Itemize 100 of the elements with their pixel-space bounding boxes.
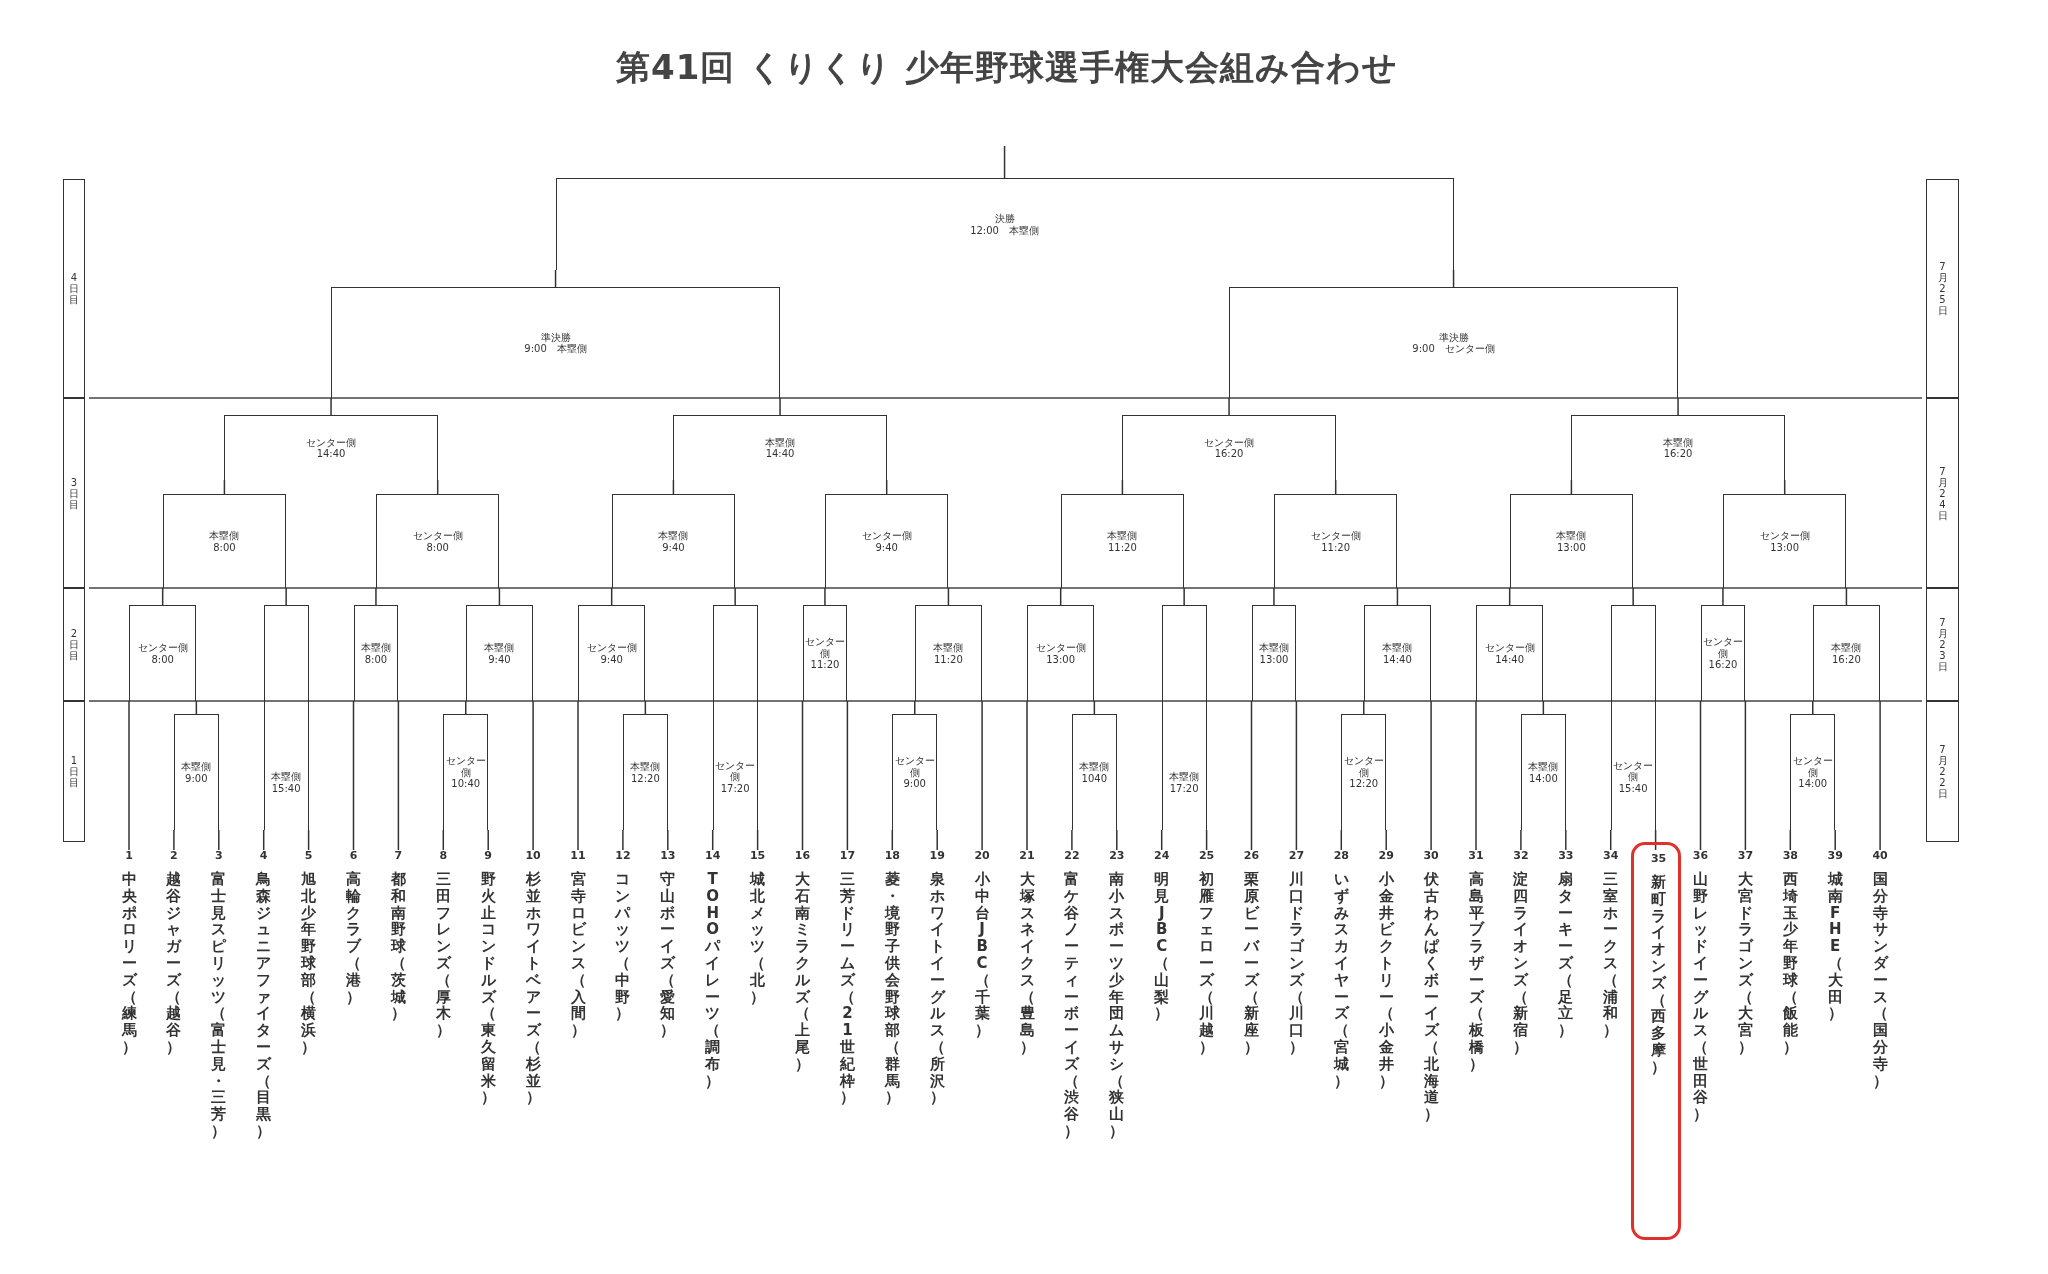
team-number: 39 — [1827, 850, 1843, 861]
bracket-box — [578, 605, 646, 701]
bracket-box — [1122, 415, 1336, 480]
match-label: 11:20 — [1108, 541, 1137, 553]
bracket-box — [1363, 605, 1432, 701]
bracket-box — [673, 415, 887, 480]
bracket-line — [801, 700, 804, 851]
match-label: 本塁側 — [1556, 530, 1587, 542]
bracket-line — [442, 829, 445, 851]
bracket-line — [1879, 700, 1881, 851]
bracket-line — [352, 700, 355, 851]
team-number: 28 — [1333, 850, 1349, 861]
day-label: 4日目 — [68, 272, 80, 305]
match-label: センター側 — [444, 755, 487, 779]
bracket-line — [1250, 700, 1253, 851]
team-number: 34 — [1603, 850, 1619, 861]
bracket-line — [1812, 700, 1814, 715]
team-name: 南小スポーツ少年団ムサシ（狭山） — [1109, 871, 1125, 1140]
bracket-box — [1700, 605, 1746, 701]
match-label: 14:00 — [1528, 772, 1558, 784]
bracket-line — [554, 269, 557, 288]
match-label: 8:00 — [151, 653, 174, 665]
match-label: センター側 — [1342, 755, 1385, 779]
team-name: 伏古わんぱくボーイズ（北海道） — [1423, 871, 1439, 1123]
team-number: 25 — [1198, 850, 1215, 861]
team-name: 新町ライオンズ（西多摩） — [1651, 874, 1667, 1076]
bracket-box — [824, 494, 949, 588]
team-name: 杉並ホワイトベアーズ（杉並） — [525, 871, 541, 1107]
bracket-line — [223, 479, 226, 495]
match-label: 16:20 — [1663, 448, 1693, 460]
match-label: センター側 — [1791, 755, 1834, 779]
bracket-box — [1610, 605, 1656, 830]
highlight-outline — [1630, 842, 1681, 1240]
team-name: 三田フレンズ（厚木） — [435, 871, 451, 1039]
date-label: 7月22日 — [1936, 744, 1949, 799]
team-name: 小中台JBC（千葉） — [974, 871, 990, 1039]
match-label: 11:20 — [934, 653, 963, 665]
bracket-line — [262, 829, 265, 851]
team-name: 国分寺サンダース（国分寺） — [1872, 871, 1888, 1090]
match-label: センター側 — [1035, 642, 1086, 654]
team-name: コンパッツ（中野） — [615, 871, 631, 1023]
match-label: 13:00 — [1770, 541, 1800, 553]
team-name: 大石南ミラクルズ（上尾） — [795, 871, 810, 1073]
bracket-box — [802, 605, 848, 701]
team-number: 33 — [1558, 850, 1574, 861]
bracket-line — [1520, 829, 1522, 851]
team-number: 7 — [394, 850, 403, 861]
bracket-line — [1121, 479, 1124, 495]
match-label: 本塁側 — [181, 761, 212, 773]
bracket-box — [1273, 494, 1398, 588]
bracket-line — [128, 700, 130, 851]
match-label: 12:00 本塁側 — [970, 224, 1039, 236]
team-number: 31 — [1468, 850, 1484, 861]
match-label: 9:00 本塁側 — [524, 343, 587, 355]
bracket-box — [1790, 714, 1836, 830]
bracket-line — [218, 829, 220, 851]
bracket-box — [443, 714, 489, 830]
team-name: 富士見スピリッツ（富士見・三芳） — [211, 871, 227, 1140]
team-name: 中央ポロリーズ（練馬） — [121, 871, 137, 1056]
bracket-line — [1508, 587, 1511, 606]
match-label: 9:40 — [662, 541, 685, 553]
bracket-line — [1570, 479, 1573, 495]
bracket-line — [1160, 829, 1163, 851]
team-number: 20 — [974, 850, 990, 861]
team-number: 10 — [525, 850, 541, 861]
team-number: 21 — [1019, 850, 1035, 861]
team-number: 2 — [170, 850, 178, 861]
bracket-line — [375, 587, 377, 606]
bracket-line — [1228, 397, 1230, 416]
bracket-line — [1834, 829, 1836, 851]
bracket-box — [224, 415, 438, 480]
bracket-line — [644, 700, 647, 715]
match-label: 17:20 — [1169, 782, 1199, 794]
bracket-box — [611, 494, 736, 588]
bracket-line — [487, 829, 489, 851]
bracket-line — [1475, 700, 1477, 851]
team-name: 野火止コンドルズ（東久留米） — [480, 871, 496, 1107]
day-cell — [1926, 398, 1959, 588]
team-number: 30 — [1423, 850, 1439, 861]
bracket-box — [263, 605, 309, 830]
team-number: 5 — [304, 850, 313, 861]
team-number: 37 — [1737, 850, 1754, 861]
match-label: 本塁側 — [765, 436, 796, 448]
bracket-line — [734, 587, 736, 606]
day-cell — [63, 701, 85, 842]
bracket-line — [1059, 587, 1062, 606]
match-label: 12:20 — [1349, 778, 1379, 790]
bracket-line — [1116, 829, 1118, 851]
match-label: 本塁側 — [630, 761, 661, 773]
bracket-line — [622, 829, 624, 851]
team-name: 三芳ドリームズ（21世紀枠） — [839, 871, 855, 1107]
bracket-line — [667, 829, 669, 851]
team-number: 36 — [1692, 850, 1709, 861]
match-label: 9:00 センター側 — [1412, 343, 1495, 355]
date-label: 7月23日 — [1936, 617, 1949, 672]
team-name: 泉ホワイトイーグルス（所沢） — [929, 871, 945, 1107]
match-label: 決勝 — [994, 213, 1015, 225]
match-label: 11:20 — [1321, 541, 1351, 553]
team-number: 18 — [884, 850, 900, 861]
match-label: 本塁側 — [1663, 436, 1694, 448]
